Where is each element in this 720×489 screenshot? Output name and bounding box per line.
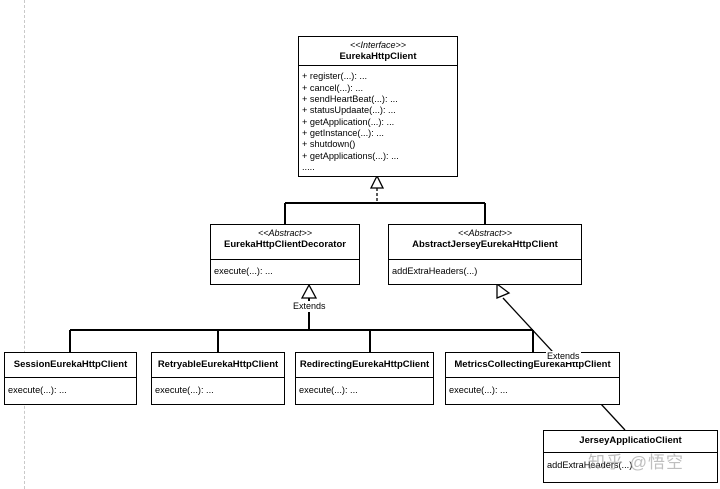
interface-op: + cancel(...): ... <box>302 82 364 93</box>
interface-stereotype: <<Interface>> <box>349 40 407 50</box>
abstract-jersey-name: AbstractJerseyEurekaHttpClient <box>412 239 558 251</box>
session-op: execute(...): ... <box>8 384 67 395</box>
interface-class-box: <<Interface>> EurekaHttpClient + registe… <box>298 36 458 177</box>
jersey-app-op: addExtraHeaders(...) <box>547 459 633 470</box>
extends-label-decorator: Extends <box>292 301 327 312</box>
extends-label-jersey: Extends <box>546 351 581 362</box>
session-class-box: SessionEurekaHttpClient execute(...): ..… <box>4 352 137 405</box>
redirecting-class-box: RedirectingEurekaHttpClient execute(...)… <box>295 352 434 405</box>
abstract-jersey-op: addExtraHeaders(...) <box>392 266 478 277</box>
decorator-arrowhead <box>300 283 318 299</box>
interface-op: + sendHeartBeat(...): ... <box>302 93 398 104</box>
interface-op: + getInstance(...): ... <box>302 128 384 139</box>
redirecting-name: RedirectingEurekaHttpClient <box>299 359 430 370</box>
interface-op: + getApplications(...): ... <box>302 150 399 161</box>
interface-name: EurekaHttpClient <box>339 51 417 63</box>
jersey-app-class-box: JerseyApplicatioClient addExtraHeaders(.… <box>543 430 718 483</box>
watermark-text: 知乎 @悟空 <box>588 453 684 472</box>
metrics-class-box: MetricsCollectingEurekaHttpClient execut… <box>445 352 620 405</box>
metrics-op: execute(...): ... <box>449 384 508 395</box>
margin-guide-line <box>24 0 25 489</box>
decorator-op: execute(...): ... <box>214 266 273 277</box>
abstract-jersey-stereotype: <<Abstract>> <box>457 228 513 238</box>
decorator-name: EurekaHttpClientDecorator <box>224 239 346 251</box>
interface-arrowhead <box>369 174 385 189</box>
redirecting-op: execute(...): ... <box>299 384 358 395</box>
interface-op: + statusUpdaate(...): ... <box>302 105 396 116</box>
retryable-class-box: RetryableEurekaHttpClient execute(...): … <box>151 352 285 405</box>
interface-op: + register(...): ... <box>302 71 368 82</box>
decorator-stereotype: <<Abstract>> <box>257 228 313 238</box>
session-name: SessionEurekaHttpClient <box>13 359 128 370</box>
retryable-op: execute(...): ... <box>155 384 214 395</box>
interface-op: + shutdown() <box>302 139 356 150</box>
jersey-app-name: JerseyApplicatioClient <box>579 435 682 446</box>
retryable-name: RetryableEurekaHttpClient <box>157 359 279 370</box>
jersey-arrowhead <box>496 282 511 299</box>
interface-op: ..... <box>302 162 315 173</box>
decorator-class-box: <<Abstract>> EurekaHttpClientDecorator e… <box>210 224 360 285</box>
interface-op: + getApplication(...): ... <box>302 116 395 127</box>
metrics-name: MetricsCollectingEurekaHttpClient <box>454 359 611 370</box>
abstract-jersey-class-box: <<Abstract>> AbstractJerseyEurekaHttpCli… <box>388 224 582 285</box>
